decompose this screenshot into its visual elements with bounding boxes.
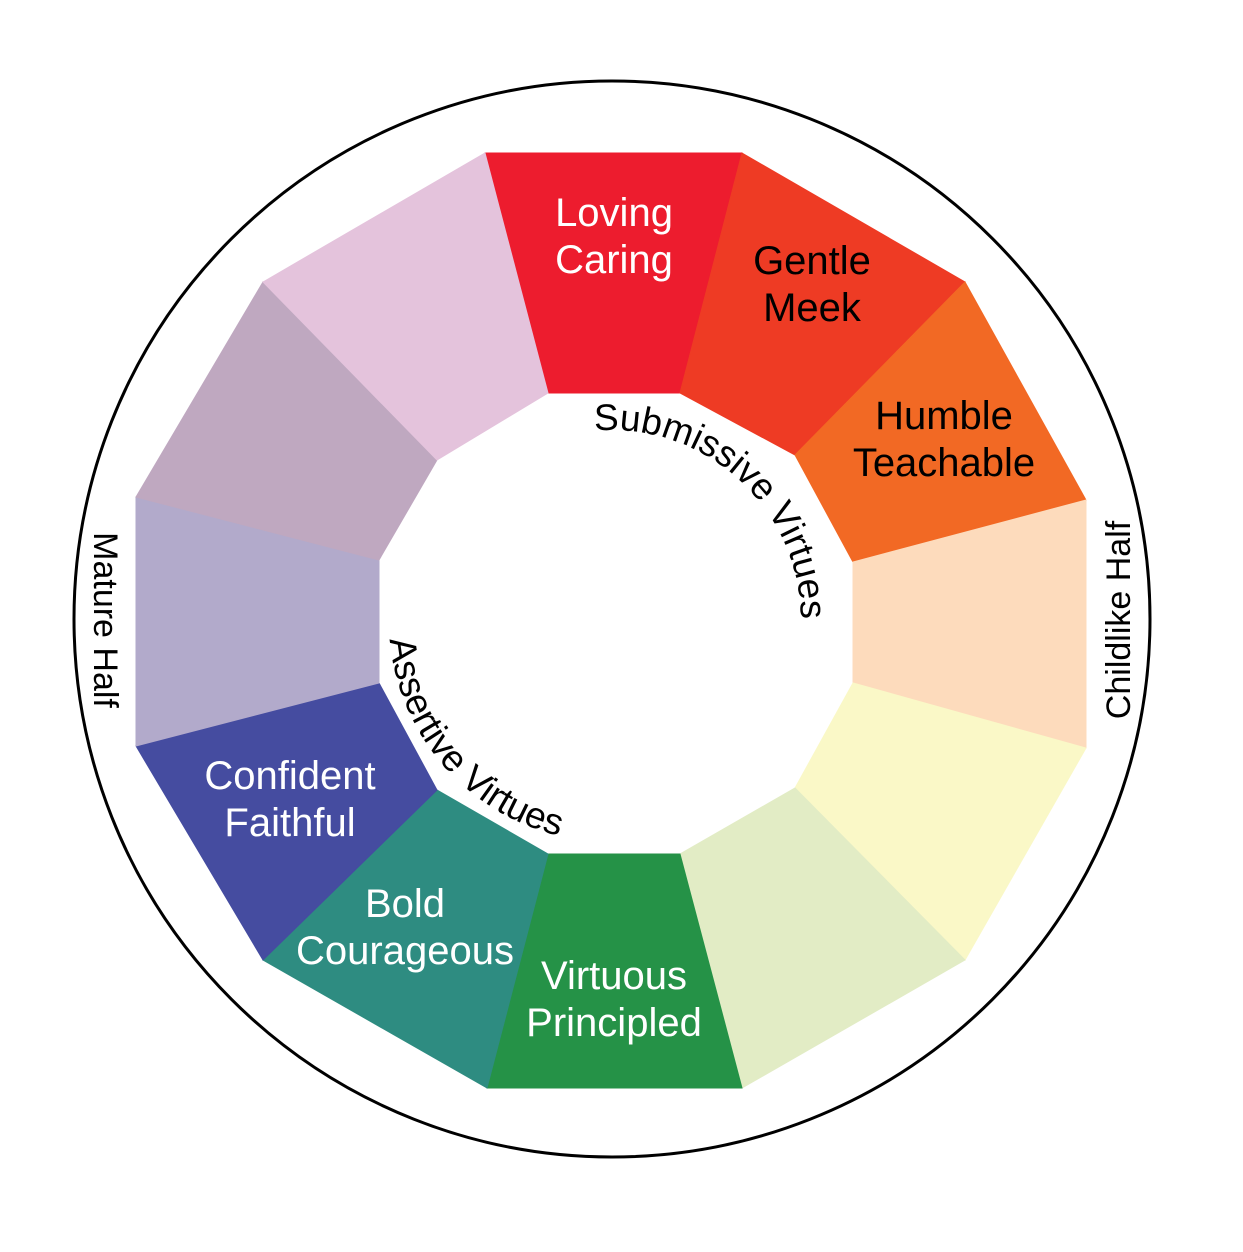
- segment-label-humble: Humble: [875, 394, 1013, 438]
- segment-label-humble: Teachable: [853, 441, 1035, 485]
- segment-label-virtuous: Virtuous: [541, 954, 687, 998]
- segment-pink: [262, 152, 549, 461]
- segment-label-confident: Confident: [204, 754, 375, 798]
- segment-label-bold: Bold: [365, 882, 445, 926]
- mature-half-label: Mature Half: [86, 532, 124, 708]
- childlike-half-label: Childlike Half: [1100, 520, 1138, 719]
- segment-label-loving: Loving: [555, 191, 673, 235]
- segment-label-virtuous: Principled: [526, 1001, 702, 1045]
- segment-label-confident: Faithful: [224, 801, 355, 845]
- segment-label-loving: Caring: [555, 238, 673, 282]
- segment-label-gentle: Gentle: [753, 239, 871, 283]
- segment-label-bold: Courageous: [296, 929, 514, 973]
- segment-label-gentle: Meek: [763, 286, 862, 330]
- outer-ring: [72, 79, 1152, 1159]
